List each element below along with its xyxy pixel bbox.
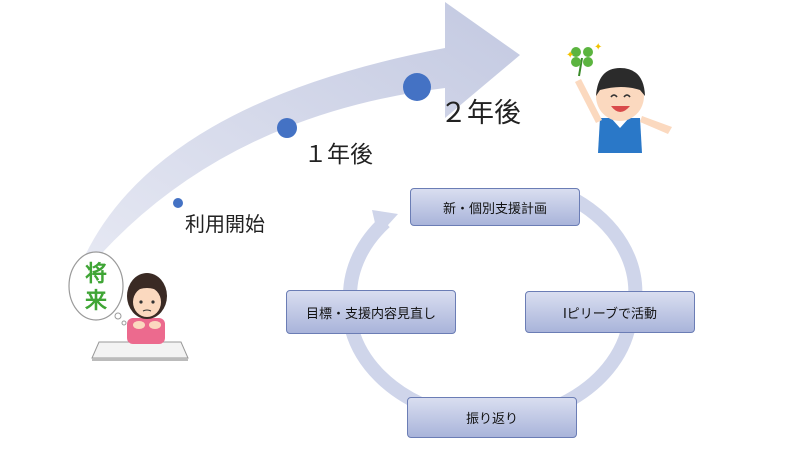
growth-arrow	[72, 2, 520, 288]
milestone-dot-1year	[277, 118, 297, 138]
milestone-label-2year: ２年後	[440, 98, 521, 129]
milestone-dot-2year	[403, 73, 431, 101]
thought-bubble-text-2: 来	[84, 289, 108, 314]
svg-text:✦: ✦	[594, 42, 602, 53]
milestone-label-start: 利用開始	[185, 212, 265, 236]
thought-bubble-text-1: 将	[85, 261, 107, 287]
milestone-dot-start	[173, 198, 183, 208]
cycle-step-new-plan: 新・個別支援計画	[410, 188, 580, 226]
thought-bubble: 将 来	[68, 251, 127, 326]
cycle-arrowhead	[372, 210, 398, 236]
girl-illustration	[91, 273, 189, 361]
cycle-step-review: 振り返り	[407, 397, 577, 438]
boy-illustration: ✦ ✦	[566, 42, 672, 153]
milestone-label-1year: １年後	[304, 142, 373, 168]
cycle-step-revise-goals: 目標・支援内容見直し	[286, 290, 456, 334]
cycle-step-activity: Ⅰピリーブで活動	[525, 291, 695, 333]
svg-text:✦: ✦	[566, 50, 574, 61]
